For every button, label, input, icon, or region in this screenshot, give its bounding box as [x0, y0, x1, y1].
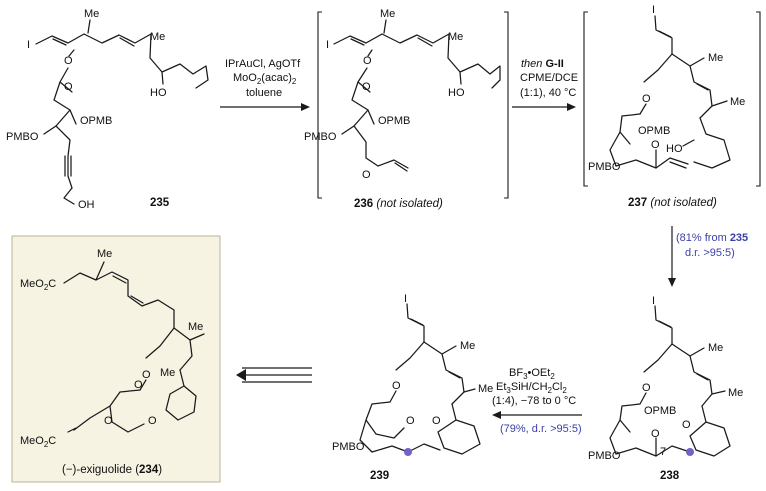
dr-text: d.r. >95:5): [685, 247, 735, 259]
atom-methyl: Me: [160, 367, 175, 379]
arrow-head: [567, 103, 576, 111]
multistep-arrow: [236, 367, 312, 383]
atom-oxygen: O: [64, 81, 73, 93]
atom-opmb: OPMB: [80, 115, 112, 127]
atom-oxygen: O: [432, 415, 441, 427]
atom-iodine: I: [652, 4, 655, 16]
condition-text: toluene: [246, 87, 282, 99]
atom-pmbo: PMBO: [304, 131, 337, 143]
atom-oxygen: O: [148, 415, 157, 427]
atom-oxygen: O: [392, 380, 401, 392]
yield-text: (81% from 235: [676, 232, 748, 244]
atom-methyl: Me: [84, 8, 99, 20]
step-3-yield: (81% from 235 d.r. >95:5): [676, 232, 748, 259]
atom-hydroxyl-terminal: OH: [78, 199, 95, 211]
condition-text: MoO2(acac)2: [233, 72, 297, 86]
atom-oxygen: O: [134, 379, 143, 391]
atom-methyl: Me: [97, 248, 112, 260]
atom-oxygen: O: [362, 81, 371, 93]
atom-oxygen: O: [363, 55, 372, 67]
arrow-head: [301, 103, 310, 111]
atom-pmbo: PMBO: [588, 161, 621, 173]
atom-methyl: Me: [708, 342, 723, 354]
atom-oxygen: O: [64, 55, 73, 67]
compound-236-structure: I Me Me HO O O OPMB PMBO O: [304, 8, 501, 181]
arrow-head: [492, 411, 501, 419]
bracket-left: [317, 11, 322, 199]
atom-pmbo: PMBO: [332, 441, 365, 453]
compound-238-label: 238: [660, 470, 680, 482]
atom-methyl: Me: [728, 387, 743, 399]
compound-239-label: 239: [370, 470, 389, 482]
compound-238-structure: I Me Me O OPMB O PMBO O 7: [588, 295, 743, 462]
atom-ester: MeO2C: [20, 435, 56, 449]
condition-text: then G-II: [521, 58, 564, 70]
bracket-left: [583, 11, 588, 187]
compound-234-structure: MeO2C Me Me Me O O O O MeO2C: [20, 248, 205, 449]
atom-hydroxyl: HO: [150, 87, 167, 99]
compound-237-label: 237 (not isolated): [628, 197, 717, 209]
atom-hydroxyl: HO: [666, 143, 683, 155]
atom-methyl: Me: [448, 31, 463, 43]
atom-iodine: I: [326, 39, 329, 51]
atom-methyl: Me: [188, 321, 203, 333]
atom-pmbo: PMBO: [588, 450, 621, 462]
stereocenter-highlight: [404, 448, 412, 456]
atom-iodine: I: [27, 39, 30, 51]
compound-236-label: 236 (not isolated): [354, 198, 443, 210]
atom-methyl: Me: [150, 31, 165, 43]
bracket-right: [756, 11, 761, 187]
atom-hydroxyl: HO: [448, 87, 465, 99]
condition-text: CPME/DCE: [520, 72, 578, 84]
step-4-conditions: BF3•OEt2 Et3SiH/CH2Cl2 (1:4), −78 to 0 °…: [492, 367, 582, 435]
stereocenter-highlight: [686, 448, 694, 456]
compound-235-structure: I Me Me HO O O OPMB PMBO OH: [6, 8, 209, 211]
atom-ester: MeO2C: [20, 278, 56, 292]
atom-oxygen: O: [642, 382, 651, 394]
atom-oxygen: O: [406, 415, 415, 427]
compound-239-structure: I Me Me O O O PMBO: [332, 293, 493, 455]
atom-iodine: I: [404, 293, 407, 305]
atom-methyl: Me: [730, 96, 745, 108]
atom-oxygen: O: [142, 369, 151, 381]
atom-pmbo: PMBO: [6, 131, 39, 143]
condition-text: (1:4), −78 to 0 °C: [492, 395, 576, 407]
atom-methyl: Me: [380, 8, 395, 20]
atom-opmb: OPMB: [638, 125, 670, 137]
compound-234-label: (−)-exiguolide (234): [62, 464, 162, 476]
compound-235-label: 235: [150, 197, 170, 209]
condition-text: (1:1), 40 °C: [520, 87, 576, 99]
atom-oxygen: O: [682, 419, 691, 431]
atom-carbon-seven: 7: [660, 446, 666, 458]
atom-oxygen: O: [651, 428, 660, 440]
atom-oxygen: O: [362, 169, 371, 181]
arrow-head: [668, 278, 676, 287]
atom-opmb: OPMB: [644, 405, 676, 417]
atom-opmb: OPMB: [378, 115, 410, 127]
condition-text: IPrAuCl, AgOTf: [225, 58, 301, 70]
compound-237-structure: I Me Me O OPMB HO PMBO O: [588, 4, 745, 173]
atom-oxygen: O: [104, 415, 113, 427]
condition-text: Et3SiH/CH2Cl2: [496, 381, 567, 395]
atom-oxygen: O: [651, 139, 660, 151]
yield-text: (79%, d.r. >95:5): [500, 423, 582, 435]
atom-methyl: Me: [478, 383, 493, 395]
condition-text: BF3•OEt2: [509, 367, 555, 381]
atom-methyl: Me: [460, 340, 475, 352]
bracket-right: [504, 11, 509, 199]
atom-methyl: Me: [708, 52, 723, 64]
step-2-conditions: then G-II CPME/DCE (1:1), 40 °C: [520, 58, 578, 99]
atom-oxygen: O: [642, 93, 651, 105]
step-1-conditions: IPrAuCl, AgOTf MoO2(acac)2 toluene: [225, 58, 301, 99]
atom-iodine: I: [652, 295, 655, 307]
